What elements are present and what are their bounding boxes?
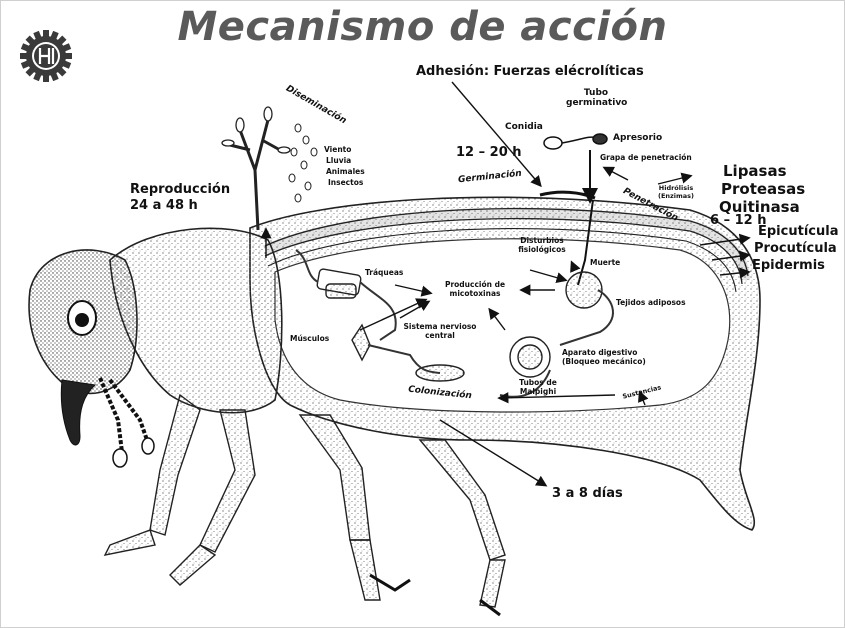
- dispersed-spores: [289, 124, 317, 202]
- label-tubo: Tubo germinativo: [566, 88, 626, 108]
- label-grapa: Grapa de penetración: [600, 153, 692, 162]
- label-sistema: Sistema nervioso central: [398, 322, 482, 340]
- label-lluvia: Lluvia: [326, 156, 351, 165]
- label-conidia: Conidia: [505, 122, 543, 132]
- label-tubos-malpighi: Tubos de Malpighi: [508, 378, 568, 396]
- label-musculos: Músculos: [290, 334, 329, 343]
- label-insectos: Insectos: [328, 178, 363, 187]
- label-procuticula: Procutícula: [754, 241, 837, 256]
- label-time-24-48: 24 a 48 h: [130, 198, 198, 213]
- label-hidrolisis: Hidrólisis (Enzimas): [650, 184, 702, 200]
- label-traqueas: Tráqueas: [365, 268, 403, 277]
- label-epidermis: Epidermis: [752, 258, 825, 273]
- label-adhesion: Adhesión: Fuerzas elécrolíticas: [416, 64, 644, 79]
- label-epicuticula: Epicutícula: [758, 224, 838, 239]
- label-time-12-20: 12 – 20 h: [456, 145, 522, 160]
- label-muerte: Muerte: [590, 258, 620, 267]
- label-reproduccion: Reproducción: [130, 182, 230, 197]
- label-lipasas: Lipasas: [723, 162, 787, 180]
- label-proteasas: Proteasas: [721, 180, 805, 198]
- germ-tube: [540, 192, 595, 198]
- fungal-conidiophore: [222, 107, 290, 230]
- label-animales: Animales: [326, 167, 365, 176]
- conidia-inset: [544, 134, 607, 200]
- label-tejidos: Tejidos adiposos: [616, 298, 686, 307]
- label-viento: Viento: [324, 145, 351, 154]
- insect-rostrum: [61, 380, 95, 445]
- label-apresorio: Apresorio: [613, 133, 662, 143]
- label-produccion: Producción de micotoxinas: [430, 280, 520, 298]
- label-aparato: Aparato digestivo (Bloqueo mecánico): [562, 348, 646, 366]
- label-disturbios: Disturbios fisiológicos: [510, 236, 574, 254]
- label-time-3-8: 3 a 8 días: [552, 486, 623, 501]
